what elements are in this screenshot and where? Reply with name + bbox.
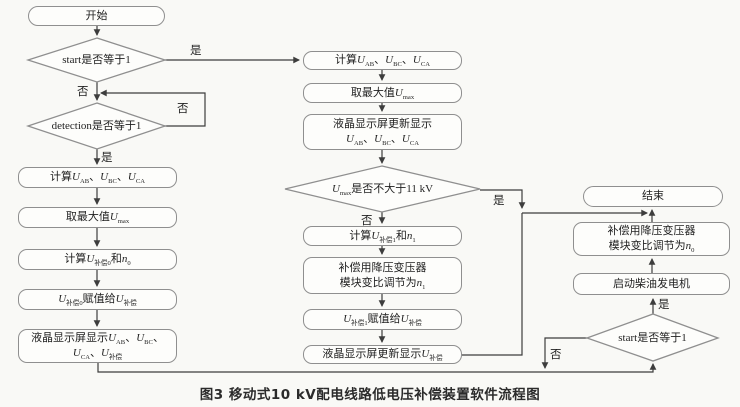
- edge-bottom-long: [97, 362, 657, 373]
- decision-start-1-shape: [25, 37, 168, 83]
- figure-caption: 图3 移动式10 kV配电线路低电压补偿装置软件流程图: [199, 387, 541, 403]
- branch-label-no-4: 否: [550, 349, 562, 361]
- branch-label-no-3: 否: [361, 215, 373, 227]
- decision-umax-label: Umax是否不大于11 kV: [331, 182, 434, 197]
- decision-detection-shape: [25, 102, 168, 150]
- process-calc-comp0: 计算U补偿0和n0: [18, 249, 177, 270]
- branch-label-yes-1: 是: [190, 45, 202, 57]
- edge-lcdcomp-up: [462, 213, 523, 356]
- edge-detection-no-loop: [99, 89, 206, 127]
- process-calc-uab-mid: 计算UAB、UBC、UCA: [303, 51, 462, 70]
- decision-detection-label: detection是否等于1: [51, 119, 142, 132]
- process-take-max-left: 取最大值Umax: [18, 207, 177, 228]
- process-transformer-n0: 补偿用降压变压器模块变比调节为n0: [573, 222, 730, 256]
- terminal-end: 结束: [583, 186, 723, 207]
- process-take-max-mid: 取最大值Umax: [303, 83, 462, 103]
- edge-umax-yes-right: [480, 189, 526, 210]
- process-assign-comp1: U补偿1赋值给U补偿: [303, 309, 462, 330]
- process-start-diesel: 启动柴油发电机: [573, 273, 730, 295]
- branch-label-yes-3: 是: [493, 195, 505, 207]
- edge-start2-no-loop: [541, 337, 587, 370]
- process-calc-comp1: 计算U补偿1和n1: [303, 226, 462, 246]
- decision-umax-shape: [284, 165, 481, 213]
- process-calc-uab-left: 计算UAB、UBC、UCA: [18, 167, 177, 188]
- process-lcd-show-left: 液晶显示屏显示UAB、UBC、UCA、U补偿: [18, 329, 177, 363]
- decision-start-1-label: start是否等于1: [62, 53, 131, 66]
- process-transformer-n1: 补偿用降压变压器模块变比调节为n1: [303, 257, 462, 294]
- branch-label-no-2: 否: [177, 103, 189, 115]
- branch-label-no-1: 否: [77, 86, 89, 98]
- decision-start-2-shape: [585, 313, 720, 362]
- branch-label-yes-4: 是: [658, 299, 670, 311]
- terminal-start: 开始: [28, 6, 165, 26]
- branch-label-yes-2: 是: [101, 152, 113, 164]
- decision-start-2-label: start是否等于1: [618, 331, 687, 344]
- process-assign-comp0: U补偿0赋值给U补偿: [18, 289, 177, 310]
- process-lcd-update-comp: 液晶显示屏更新显示U补偿: [303, 345, 462, 364]
